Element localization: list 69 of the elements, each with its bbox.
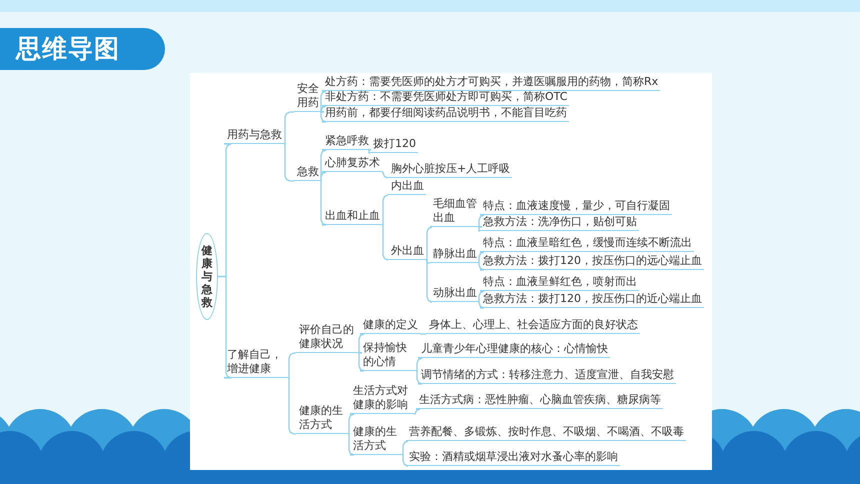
root-ellipse: 健康与急救 xyxy=(196,233,218,320)
topic-node: 调节情绪的方式：转移注意力、适度宣泄、自我安慰 xyxy=(418,368,676,384)
branch-line xyxy=(426,226,433,261)
topic-node: 健康的生活方式 xyxy=(296,404,348,434)
topic-node: 营养配餐、多锻炼、按时作息、不吸烟、不喝酒、不吸毒 xyxy=(406,425,686,441)
topic-node: 急救方法：洗净伤口，贴创可贴 xyxy=(480,215,639,231)
topic-node: 拨打120 xyxy=(370,137,418,153)
topic-node: 外出血 xyxy=(388,244,426,260)
branch-line xyxy=(358,352,365,372)
title-tab: 思维导图 xyxy=(0,28,165,70)
topic-node: 急救方法：拨打120，按压伤口的远心端止血 xyxy=(480,254,704,270)
branch-line xyxy=(478,226,482,232)
topic-node: 内出血 xyxy=(388,179,426,195)
branch-line xyxy=(382,171,389,179)
branch-line xyxy=(348,413,355,435)
topic-node: 急救 xyxy=(294,165,321,181)
branch-line xyxy=(320,105,327,113)
topic-node: 用药前，都要仔细阅读药品说明书，不能盲目吃药 xyxy=(322,106,569,122)
topic-node: 静脉出血 xyxy=(430,247,479,263)
topic-node: 处方药：需要凭医师的处方才可购买，并遵医嘱服用的药物，简称Rx xyxy=(322,75,660,91)
branch-line xyxy=(320,180,327,226)
branch-line xyxy=(288,377,296,435)
topic-node: 保持愉快的心情 xyxy=(360,341,416,371)
branch-line xyxy=(284,111,294,145)
branch-line xyxy=(416,370,423,385)
branch-line xyxy=(218,276,232,379)
topic-node: 紧急呼救 xyxy=(322,134,371,150)
branch-line xyxy=(348,433,355,456)
branch-line xyxy=(320,90,327,113)
topic-node: 胸外心脏按压+人工呼吸 xyxy=(388,162,512,178)
branch-line xyxy=(284,143,294,182)
topic-node: 特点：血液速度慢，量少，可自行凝固 xyxy=(480,199,672,215)
topic-node: 心肺复苏术 xyxy=(322,156,382,172)
topic-node: 毛细血管出血 xyxy=(430,197,482,227)
topic-node: 出血和止血 xyxy=(322,209,382,225)
topic-node: 生活方式对健康的影响 xyxy=(350,384,414,414)
branch-line xyxy=(288,352,296,379)
branch-line xyxy=(320,111,327,123)
topic-node: 安全用药 xyxy=(294,82,324,112)
branch-line xyxy=(358,333,365,354)
branch-line xyxy=(368,149,371,154)
topic-node: 了解自己，增进健康 xyxy=(224,348,288,378)
topic-node: 特点：血液呈鲜红色，喷射而出 xyxy=(480,275,639,291)
topic-node: 动脉出血 xyxy=(430,286,479,302)
branch-line xyxy=(414,408,421,415)
topic-node: 评价自己的健康状况 xyxy=(296,323,362,353)
topic-node: 健康的生活方式 xyxy=(350,425,402,455)
topic-node: 实验：酒精或烟草浸出液对水蚤心率的影响 xyxy=(406,450,620,466)
branch-line xyxy=(478,214,485,228)
branch-line xyxy=(478,290,485,303)
topic-node: 急救方法：拨打120，按压伤口的近心端止血 xyxy=(480,292,704,308)
branch-line xyxy=(420,333,426,335)
branch-line xyxy=(478,262,485,271)
branch-line xyxy=(382,224,389,261)
topic-node: 特点：血液呈暗红色，缓慢而连续不断流出 xyxy=(480,236,694,252)
topic-node: 儿童青少年心理健康的核心：心情愉快 xyxy=(418,342,610,358)
topic-node: 生活方式病：恶性肿瘤、心脑血管疾病、糖尿病等 xyxy=(416,393,663,409)
branch-line xyxy=(478,251,485,264)
topic-node: 非处方药：不需要凭医师处方即可购买，简称OTC xyxy=(322,90,570,106)
branch-line xyxy=(426,259,433,303)
topic-node: 用药与急救 xyxy=(224,128,284,144)
branch-line xyxy=(320,171,327,182)
topic-node: 身体上、心理上、社会适应方面的良好状态 xyxy=(426,318,640,334)
branch-line xyxy=(402,440,409,456)
branch-line xyxy=(382,194,389,226)
branch-line xyxy=(416,357,423,372)
branch-line xyxy=(402,454,409,467)
topic-node: 健康的定义 xyxy=(360,318,420,334)
branch-line xyxy=(478,301,485,309)
